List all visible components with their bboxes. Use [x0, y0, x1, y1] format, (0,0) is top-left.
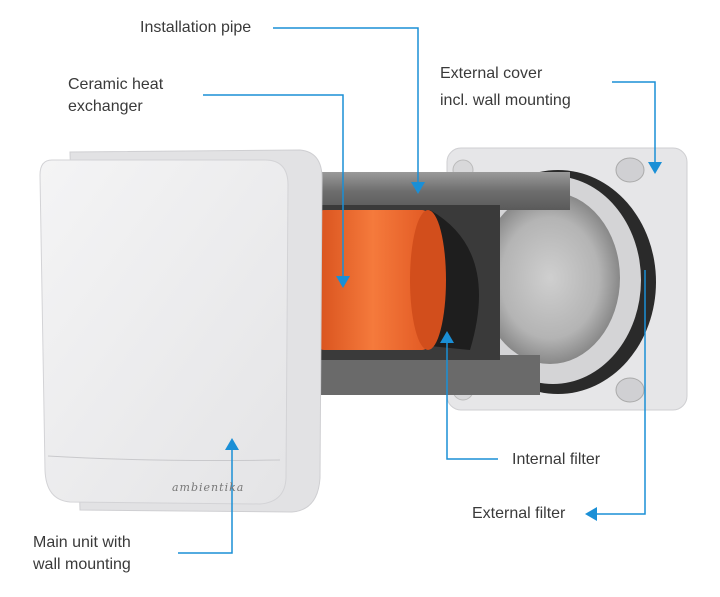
label-line: exchanger	[68, 98, 143, 115]
brand-logo: ambientika	[172, 481, 245, 494]
main-unit	[39, 149, 323, 513]
label-line: wall mounting	[33, 556, 131, 573]
ceramic-heat-exchanger	[318, 210, 446, 350]
leader-lines	[178, 27, 656, 554]
label-line: External cover	[440, 65, 543, 82]
label-installation-pipe: Installation pipe	[140, 19, 252, 36]
label-ceramic-heat-exchanger: Ceramic heat exchanger	[68, 74, 163, 118]
arrow-down-icon	[336, 276, 350, 288]
arrow-down-icon	[411, 182, 425, 194]
label-external-filter: External filter	[472, 505, 566, 522]
label-internal-filter: Internal filter	[512, 451, 601, 468]
label-line: Ceramic heat	[68, 76, 164, 93]
arrow-down-icon	[648, 162, 662, 174]
arrow-up-icon	[440, 331, 454, 343]
label-main-unit: Main unit with wall mounting	[33, 532, 131, 576]
arrow-heads	[225, 162, 662, 521]
arrow-up-icon	[225, 438, 239, 450]
label-external-cover: External cover incl. wall mounting	[440, 60, 571, 114]
label-line: Main unit with	[33, 534, 131, 551]
label-line: incl. wall mounting	[440, 92, 571, 109]
arrow-left-icon	[585, 507, 597, 521]
